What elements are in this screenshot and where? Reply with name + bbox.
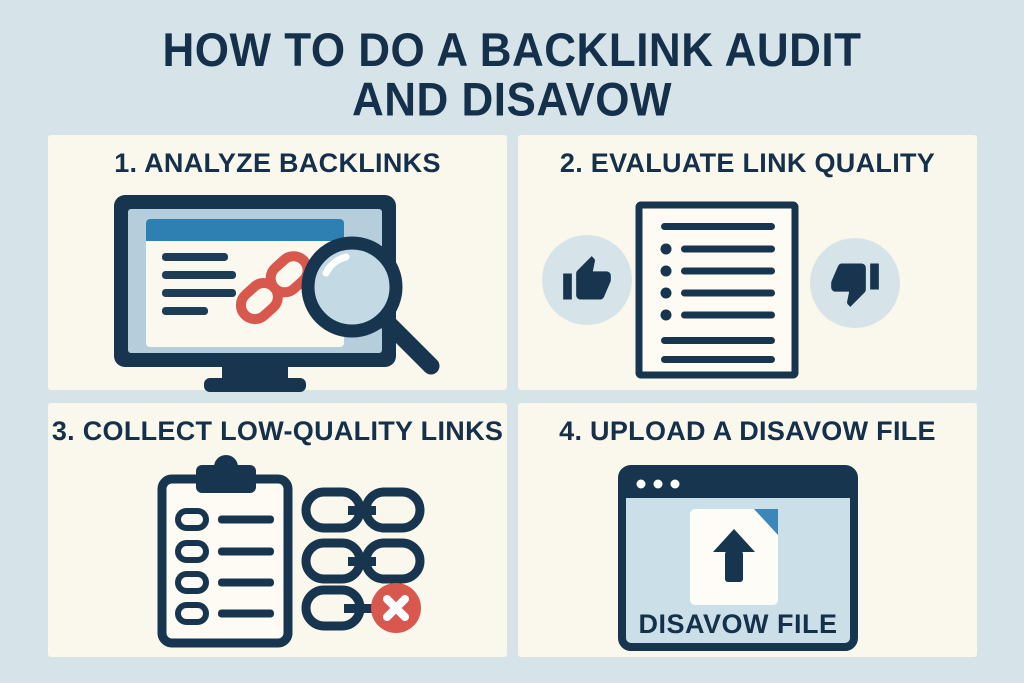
disavow-file-label: DISAVOW FILE [638,609,838,639]
thumbs-up-badge [542,235,632,325]
step-2-title: 2. EVALUATE LINK QUALITY [559,148,936,178]
step-panel-3: 3. COLLECT LOW-QUALITY LINKS [48,403,507,657]
thumbs-down-icon [831,263,879,307]
checklist-document-icon [635,201,799,379]
step-panel-2: 2. EVALUATE LINK QUALITY [518,135,977,390]
clipboard-icon [157,455,293,648]
step-3-title: 3. COLLECT LOW-QUALITY LINKS [51,416,504,446]
folded-corner-icon [754,509,778,535]
page-title: HOW TO DO A BACKLINK AUDIT AND DISAVOW [0,23,1024,127]
clipboard-and-chain-links-icon [157,455,425,648]
step-panel-1: 1. ANALYZE BACKLINKS [48,135,507,392]
page-title-line-1: HOW TO DO A BACKLINK AUDIT [162,23,862,77]
step-panel-4: 4. UPLOAD A DISAVOW FILE DISAVOW FILE [518,403,977,657]
upload-arrow-icon [713,529,755,582]
chain-link-row [301,538,425,584]
chain-link-row [301,487,425,533]
upload-file-icon [690,509,778,605]
step-4-title: 4. UPLOAD A DISAVOW FILE [559,416,936,446]
thumbs-up-icon [563,256,611,300]
browser-upload-icon [618,465,858,651]
monitor-with-link-and-magnifier-icon [114,195,440,392]
magnifier-icon [301,236,440,375]
red-link-icon [235,251,313,325]
broken-link-row [301,583,421,633]
page-title-line-2: AND DISAVOW [351,73,672,127]
window-icon [146,219,344,347]
remove-x-icon [371,583,421,633]
thumbs-down-badge [810,238,900,328]
step-1-title: 1. ANALYZE BACKLINKS [114,148,441,178]
